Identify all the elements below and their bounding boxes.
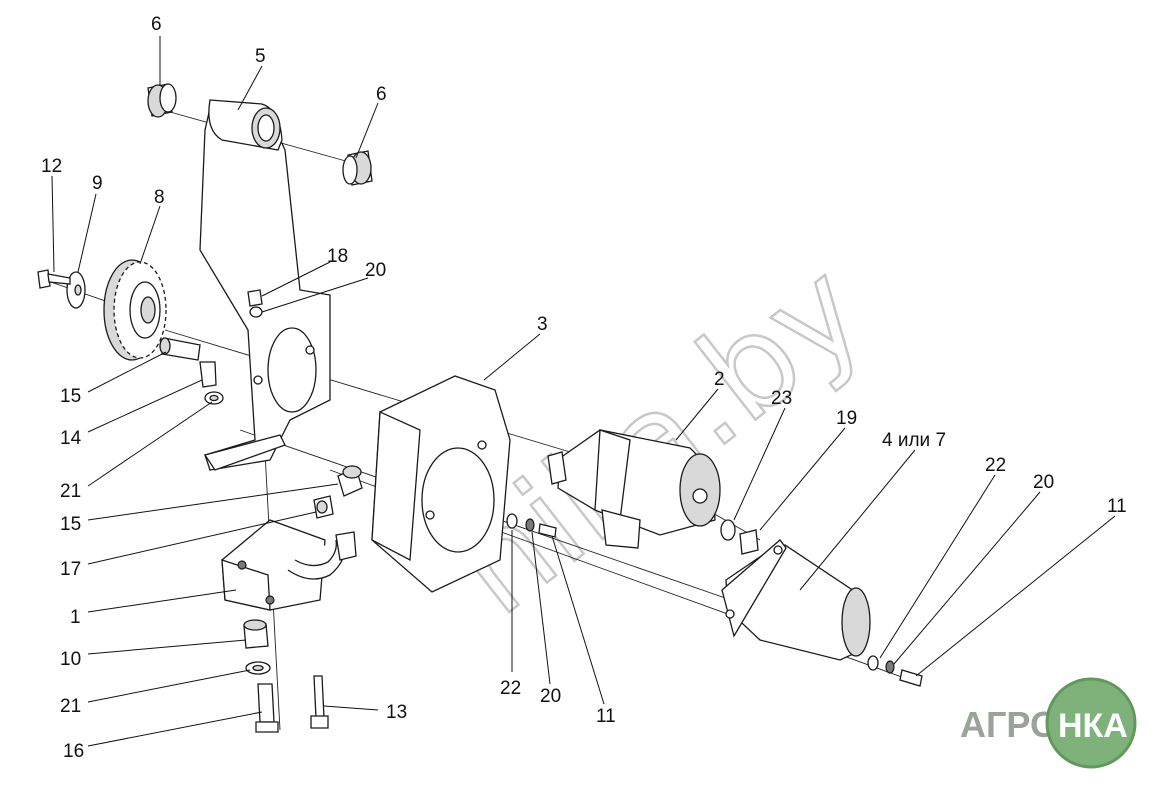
callout-19: 19 (836, 408, 857, 429)
leader-lines (51, 36, 1116, 747)
mounting-plate-part-3 (371, 375, 511, 593)
callout-6-left: 6 (151, 14, 162, 35)
bolt-part-12 (37, 269, 71, 289)
washer-part-22-center (506, 513, 518, 529)
callout-9: 9 (92, 173, 103, 194)
pin-part-15-lower (337, 465, 363, 497)
callout-1: 1 (70, 607, 81, 628)
bolt-part-14 (199, 361, 217, 388)
washer-part-9 (66, 271, 86, 309)
bushing-part-6-left (147, 83, 177, 118)
callout-11-right: 11 (1107, 496, 1127, 517)
washer-part-22-right (867, 655, 879, 671)
washer-part-20-center (525, 518, 535, 532)
callout-18: 18 (327, 246, 348, 267)
callout-4-or-7: 4 или 7 (882, 430, 946, 451)
callout-6-right: 6 (376, 84, 387, 105)
callout-16: 16 (63, 741, 84, 762)
callout-15-lower: 15 (60, 514, 81, 535)
callout-20-center: 20 (540, 686, 561, 707)
callout-labels: 6 5 6 12 9 8 18 20 3 2 23 19 4 или 7 22 … (41, 14, 1127, 762)
logo-circle (1045, 677, 1137, 769)
callout-11-center: 11 (596, 706, 616, 727)
lever-bracket-part-5 (199, 99, 331, 471)
callout-2: 2 (714, 369, 725, 390)
washer-part-23 (720, 519, 736, 541)
gear-part-8 (103, 259, 167, 361)
washer-part-20-upper (249, 306, 263, 318)
logo-text-agro: АГРО (960, 704, 1058, 745)
callout-20-right: 20 (1033, 472, 1054, 493)
callout-10: 10 (60, 649, 81, 670)
nut-part-18 (247, 289, 263, 307)
bolt-part-13 (310, 675, 329, 729)
valve-block-part-1 (221, 519, 357, 611)
nut-part-17 (313, 495, 334, 519)
callout-13: 13 (386, 702, 407, 723)
pin-part-15-upper (159, 337, 201, 361)
cover-part-4-or-7 (721, 539, 871, 661)
bolt-part-16 (255, 683, 279, 733)
washer-part-21-lower (245, 661, 271, 675)
callout-8: 8 (154, 187, 165, 208)
callout-12: 12 (41, 156, 62, 177)
washer-part-21-upper (204, 391, 224, 405)
callout-3: 3 (537, 314, 548, 335)
agronika-logo: АГРО НКА (960, 677, 1137, 769)
callout-22-center: 22 (500, 678, 521, 699)
bolt-part-11-center (538, 523, 557, 538)
washer-part-20-right (885, 660, 895, 674)
bushing-part-10 (243, 619, 269, 649)
bolt-part-11-right (899, 669, 923, 687)
callout-23: 23 (771, 388, 792, 409)
bushing-part-6-right (342, 150, 373, 186)
callout-14: 14 (60, 428, 82, 449)
callout-22-right: 22 (985, 455, 1006, 476)
hydraulic-motor-part-2 (547, 429, 721, 549)
callout-20-upper: 20 (365, 260, 386, 281)
logo-text-mark: НКА (1058, 707, 1128, 745)
nut-part-19 (739, 529, 759, 555)
callout-5: 5 (255, 46, 266, 67)
callout-17: 17 (60, 559, 81, 580)
callout-21-upper: 21 (60, 481, 81, 502)
callout-15-upper: 15 (60, 386, 81, 407)
callout-21-lower: 21 (60, 696, 81, 717)
